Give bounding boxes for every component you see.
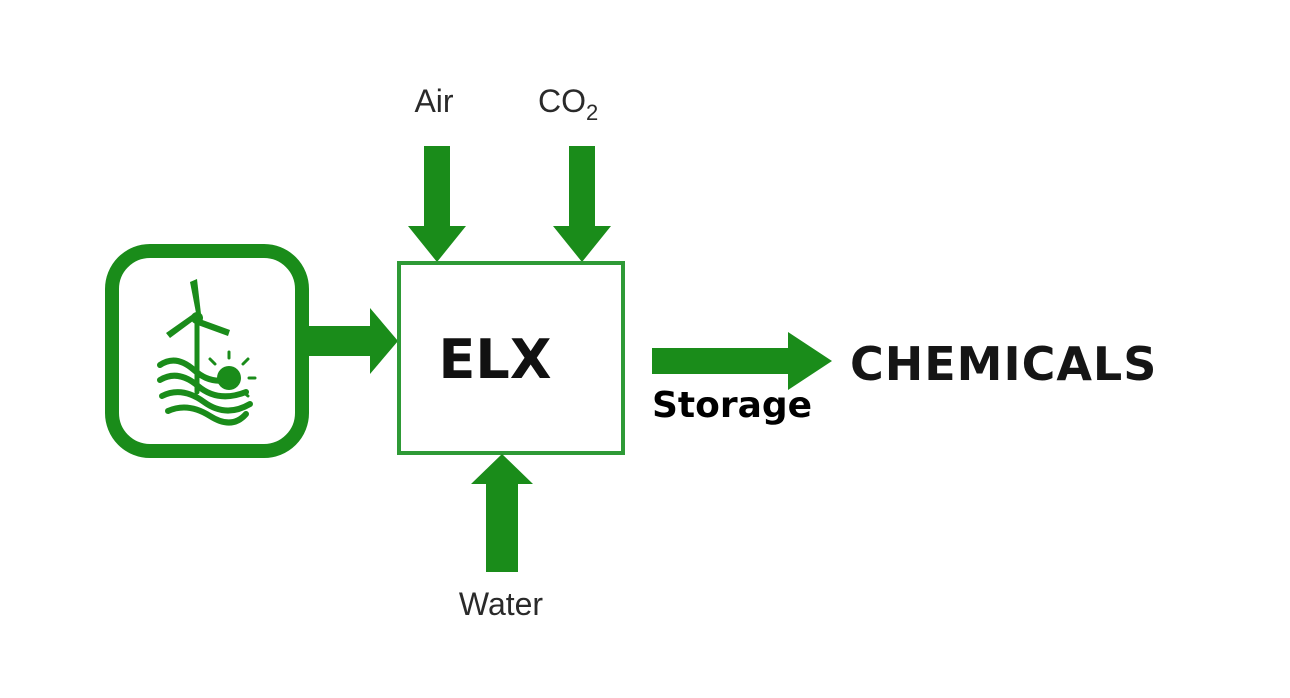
water-label: Water [459,586,544,622]
svg-text:CO2: CO2 [538,83,598,125]
co2-label-subscript: 2 [586,100,598,125]
arrow-core-to-output [652,332,832,390]
elx-label: ELX [439,328,552,391]
arrow-source-to-core [306,308,398,374]
elx-process-node: ELX [397,261,625,455]
air-label: Air [414,83,453,119]
arrow-co2-in [553,146,611,262]
renewable-energy-icon [157,279,257,426]
storage-label: Storage [652,385,812,426]
co2-label-main: CO [538,83,586,119]
renewable-source-node [105,244,309,458]
chemicals-label: CHEMICALS [850,337,1157,391]
arrow-air-in [408,146,466,262]
co2-label: CO2 [538,83,598,125]
arrow-water-in [471,454,533,572]
